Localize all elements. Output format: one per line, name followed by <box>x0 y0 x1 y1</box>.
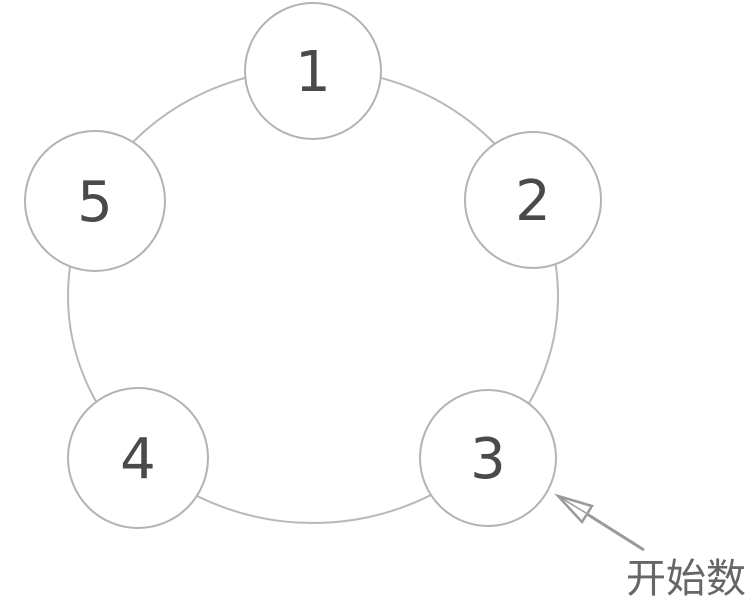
node-4: 4 <box>67 387 209 529</box>
node-circle-1 <box>244 2 382 140</box>
arrowhead-icon <box>554 493 594 525</box>
node-label-2: 2 <box>515 169 551 234</box>
node-circle-5 <box>24 130 166 272</box>
arrow-shaft <box>586 512 645 552</box>
node-label-4: 4 <box>120 427 156 492</box>
node-circle-3 <box>419 389 557 527</box>
start-annotation: 开始数 <box>554 493 746 602</box>
start-label: 开始数 <box>626 556 746 602</box>
node-circle-2 <box>464 131 602 269</box>
node-label-5: 5 <box>77 170 113 235</box>
node-5: 5 <box>24 130 166 272</box>
node-2: 2 <box>464 131 602 269</box>
node-label-1: 1 <box>295 40 331 105</box>
node-label-3: 3 <box>470 427 506 492</box>
node-3: 3 <box>419 389 557 527</box>
node-1: 1 <box>244 2 382 140</box>
arrowhead-crease <box>557 495 587 514</box>
node-circle-4 <box>67 387 209 529</box>
